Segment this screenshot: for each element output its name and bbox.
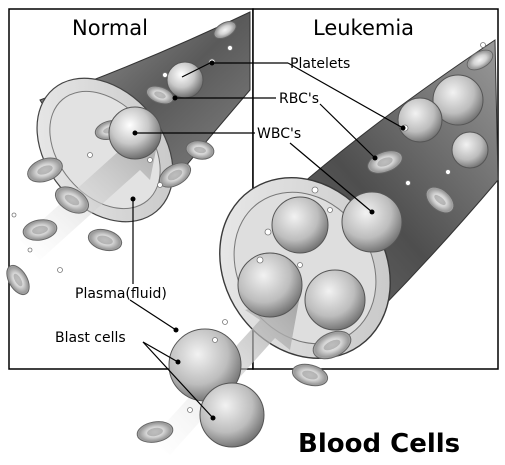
rbc [466,49,494,71]
platelets-label: Platelets [290,56,350,72]
blast-cells-label: Blast cells [55,330,126,346]
escaping-blast-cells [168,328,265,448]
rbc [213,20,237,40]
rbc [54,186,90,214]
callout-lines [129,62,404,419]
rbcs-label: RBC's [279,91,319,107]
callout-points [130,60,406,421]
leukemia-title: Leukemia [313,16,414,40]
rbc [87,228,123,252]
normal-title: Normal [72,16,148,40]
rbc [185,140,215,160]
wbcs-label: WBC's [257,126,301,142]
rbc [22,219,58,241]
rbc [146,85,174,105]
plasma-label: Plasma(fluid) [75,286,167,302]
rbc [291,363,329,387]
platelets [11,42,486,413]
rbc [27,157,63,183]
rbc [312,330,352,360]
leukemia-cells [237,74,489,331]
rbc [136,421,174,443]
rbc [425,186,455,214]
rbc [6,264,30,296]
diagram-title: Blood Cells [298,429,460,459]
